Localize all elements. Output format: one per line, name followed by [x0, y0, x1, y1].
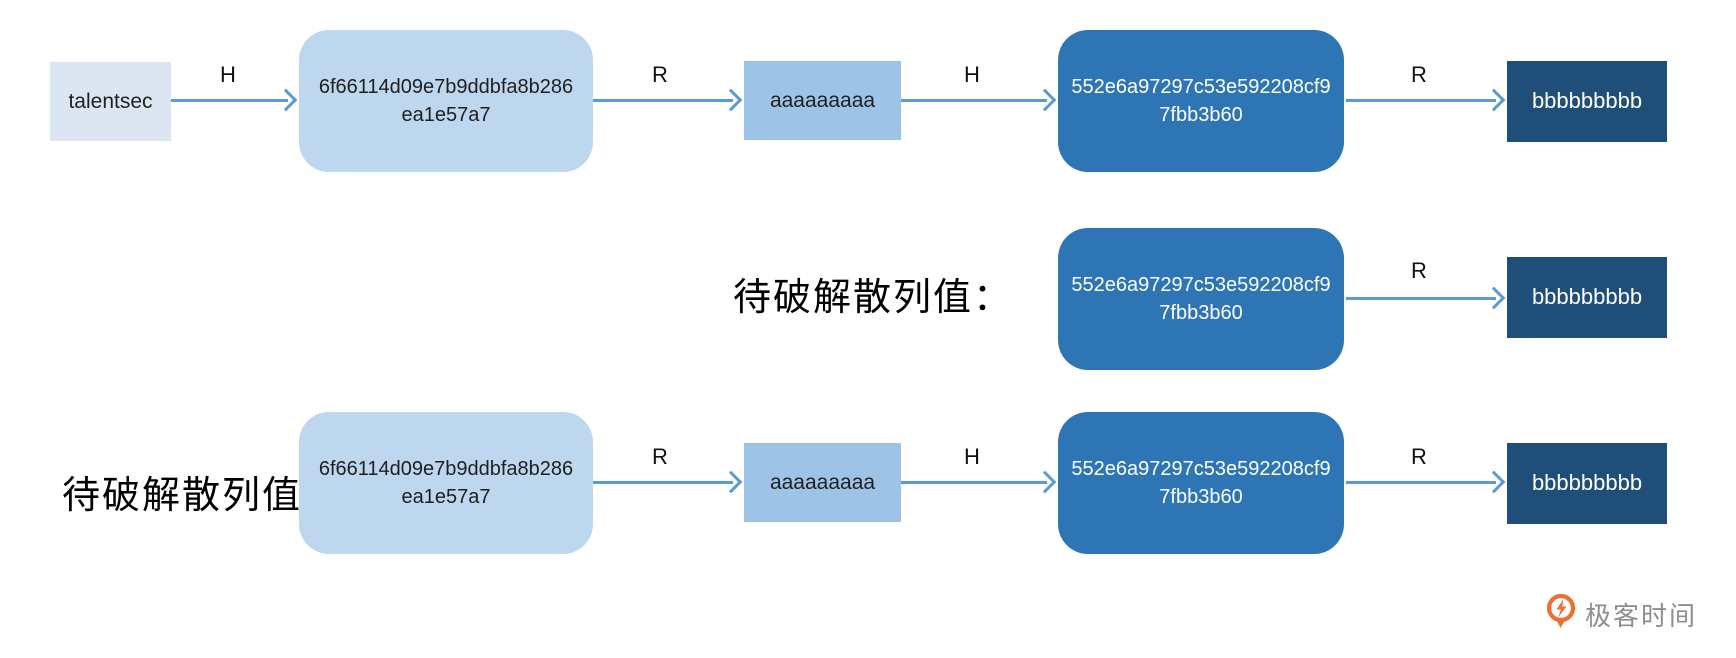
- reduced2-label: bbbbbbbbb: [1531, 88, 1643, 114]
- md5-hash1-line1: 6f66114d09e7b9ddbfa8b286: [318, 458, 574, 480]
- reduced1-label: aaaaaaaaa: [769, 470, 876, 494]
- md5-hash2-node: 552e6a97297c53e592208cf9 7fbb3b60: [1058, 30, 1344, 172]
- reduced1-node: aaaaaaaaa: [744, 443, 901, 522]
- md5-hash2-line1: 552e6a97297c53e592208cf9: [1071, 76, 1331, 98]
- reduced1-node: aaaaaaaaa: [744, 61, 901, 140]
- hash-arrow-label: H: [964, 62, 980, 87]
- reduced2-node: bbbbbbbbb: [1507, 443, 1667, 524]
- reduced1-label: aaaaaaaaa: [769, 88, 876, 112]
- reduce-arrow: [593, 88, 742, 112]
- hash-arrow: [901, 88, 1056, 112]
- hash-arrow-label: H: [220, 62, 236, 87]
- reduce-arrow-label: R: [652, 62, 668, 87]
- reduced2-label: bbbbbbbbb: [1531, 470, 1643, 496]
- hash-arrow-label: H: [964, 444, 980, 469]
- hash-arrow: [171, 88, 297, 112]
- plaintext-label: talentsec: [68, 89, 153, 113]
- crack-target-label: 待破解散列值：: [62, 475, 343, 517]
- crack-target-label: 待破解散列值：: [732, 277, 1013, 319]
- geektime-logo-icon: [1546, 593, 1576, 628]
- geektime-logo-text: 极客时间: [1585, 600, 1698, 631]
- geektime-logo: 极客时间: [1545, 593, 1697, 635]
- reduce-arrow-label: R: [652, 444, 668, 469]
- reduce-arrow-label: R: [1411, 62, 1427, 87]
- md5-hash2-line2: 7fbb3b60: [1159, 486, 1243, 508]
- md5-hash1-line2: ea1e57a7: [401, 486, 491, 508]
- hash-arrow: [901, 470, 1056, 494]
- md5-hash1-line2: ea1e57a7: [401, 104, 491, 126]
- md5-hash2-node: 552e6a97297c53e592208cf9 7fbb3b60: [1058, 228, 1344, 370]
- reduce-arrow: [1346, 88, 1505, 112]
- md5-hash1-line1: 6f66114d09e7b9ddbfa8b286: [318, 76, 574, 98]
- reduce-arrow: [593, 470, 742, 494]
- reduce-arrow-label: R: [1411, 258, 1427, 283]
- md5-hash2-line1: 552e6a97297c53e592208cf9: [1071, 274, 1331, 296]
- reduced2-label: bbbbbbbbb: [1531, 284, 1643, 310]
- reduce-arrow-label: R: [1411, 444, 1427, 469]
- md5-hash2-line1: 552e6a97297c53e592208cf9: [1071, 458, 1331, 480]
- plaintext-node: talentsec: [50, 62, 171, 141]
- md5-hash2-line2: 7fbb3b60: [1159, 302, 1243, 324]
- md5-hash1-node: 6f66114d09e7b9ddbfa8b286 ea1e57a7: [299, 412, 593, 554]
- md5-hash2-line2: 7fbb3b60: [1159, 104, 1243, 126]
- md5-hash1-node: 6f66114d09e7b9ddbfa8b286 ea1e57a7: [299, 30, 593, 172]
- md5-hash2-node: 552e6a97297c53e592208cf9 7fbb3b60: [1058, 412, 1344, 554]
- reduced2-node: bbbbbbbbb: [1507, 61, 1667, 142]
- reduce-arrow: [1346, 286, 1505, 310]
- reduce-arrow: [1346, 470, 1505, 494]
- reduced2-node: bbbbbbbbb: [1507, 257, 1667, 338]
